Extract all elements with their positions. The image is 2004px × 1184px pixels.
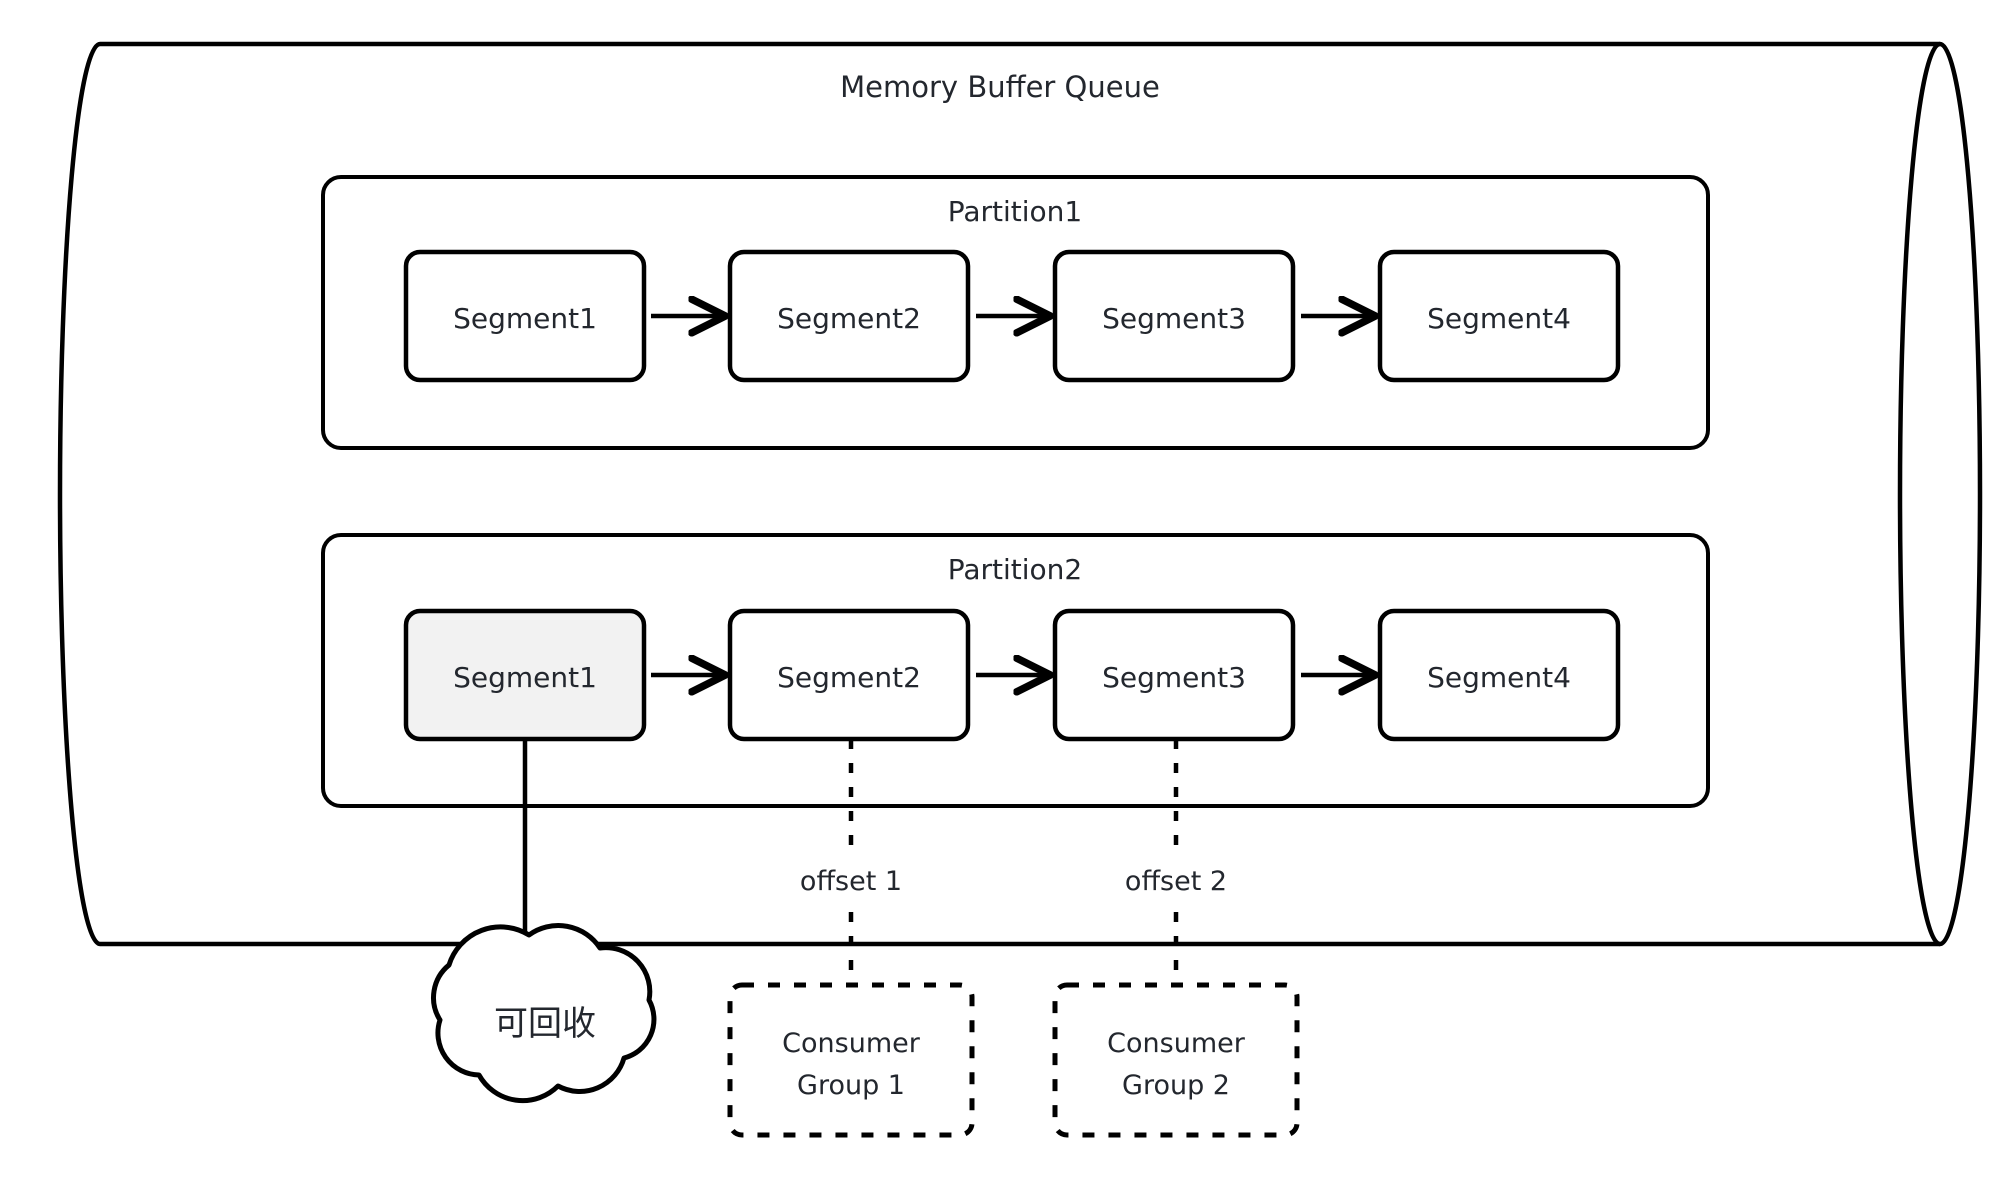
- consumer-group-2-box[interactable]: [1052, 982, 1300, 1138]
- partition2-segment-3[interactable]: [1052, 608, 1296, 742]
- recyclable-cloud: [431, 923, 657, 1104]
- partition2-segment-2[interactable]: [727, 608, 971, 742]
- partition1-segment-2[interactable]: [727, 249, 971, 383]
- partition2-segment-1[interactable]: [403, 608, 647, 742]
- partition1-segment-3[interactable]: [1052, 249, 1296, 383]
- consumer-group-1-box[interactable]: [727, 982, 975, 1138]
- partition2-segment-4[interactable]: [1377, 608, 1621, 742]
- partition1-segment-1[interactable]: [403, 249, 647, 383]
- partition1-segment-4[interactable]: [1377, 249, 1621, 383]
